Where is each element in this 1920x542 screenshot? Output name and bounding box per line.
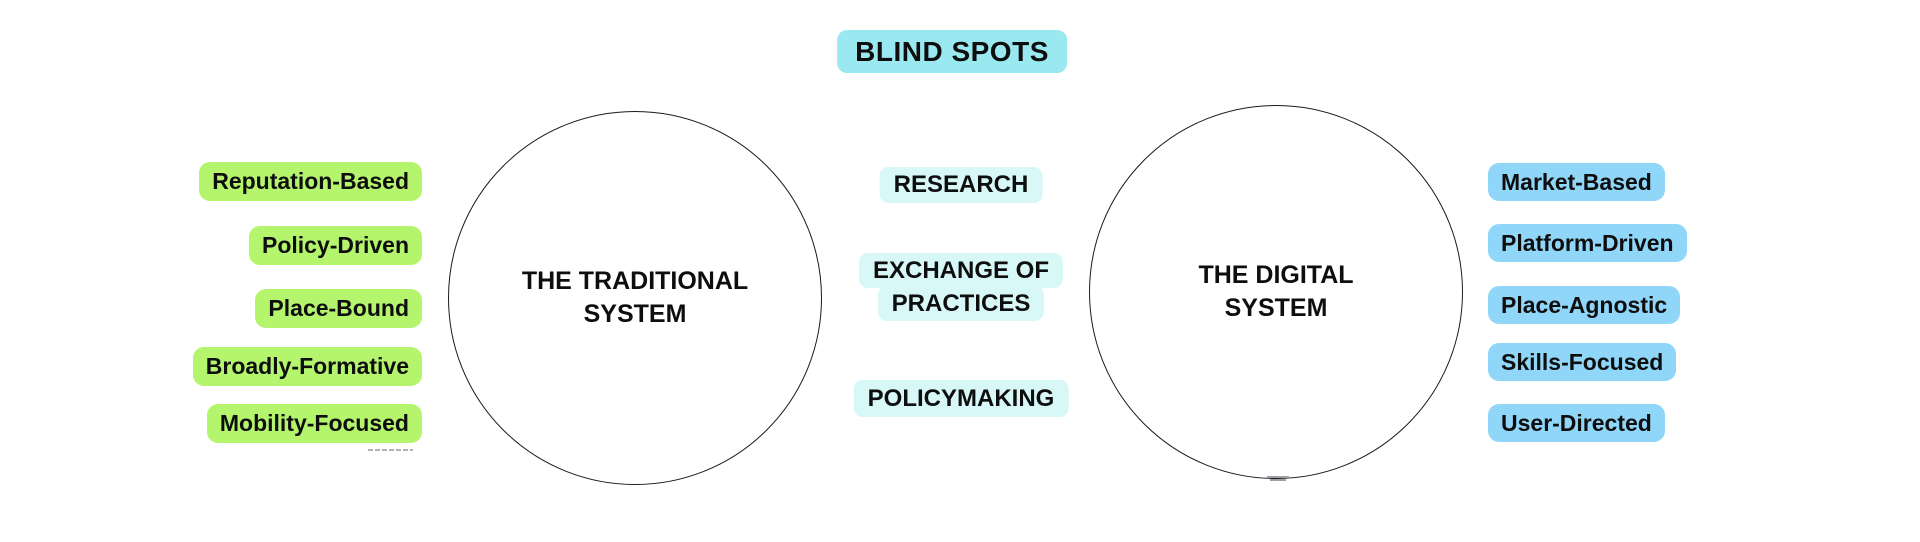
label-policy-driven: Policy-Driven xyxy=(249,226,422,265)
label-skills-focused: Skills-Focused xyxy=(1488,343,1677,381)
label-policymaking: POLICYMAKING xyxy=(853,380,1069,417)
tiny-watermark-left xyxy=(368,449,413,451)
traditional-system-circle: THE TRADITIONAL SYSTEM xyxy=(448,111,822,485)
label-mobility-focused: Mobility-Focused xyxy=(206,404,422,443)
traditional-system-label: THE TRADITIONAL SYSTEM xyxy=(522,265,748,331)
label-market-based: Market-Based xyxy=(1488,163,1665,201)
exchange-line2: PRACTICES xyxy=(877,286,1045,321)
label-user-directed: User-Directed xyxy=(1488,404,1665,442)
label-place-bound: Place-Bound xyxy=(255,289,422,328)
label-exchange-of-practices: EXCHANGE OF PRACTICES xyxy=(858,253,1064,321)
diagram-title: BLIND SPOTS xyxy=(837,30,1067,73)
traditional-system-line2: SYSTEM xyxy=(583,300,687,328)
digital-system-line2: SYSTEM xyxy=(1224,294,1328,322)
digital-system-circle: THE DIGITAL SYSTEM xyxy=(1089,105,1463,479)
label-reputation-based: Reputation-Based xyxy=(199,162,422,201)
digital-system-line1: THE DIGITAL xyxy=(1198,261,1354,289)
traditional-system-line1: THE TRADITIONAL xyxy=(521,267,749,295)
tiny-watermark-right xyxy=(1266,476,1290,482)
label-broadly-formative: Broadly-Formative xyxy=(192,347,422,386)
label-place-agnostic: Place-Agnostic xyxy=(1488,286,1681,324)
label-research: RESEARCH xyxy=(879,167,1043,203)
digital-system-label: THE DIGITAL SYSTEM xyxy=(1198,259,1353,325)
exchange-line1: EXCHANGE OF xyxy=(858,253,1064,288)
label-platform-driven: Platform-Driven xyxy=(1488,224,1687,262)
